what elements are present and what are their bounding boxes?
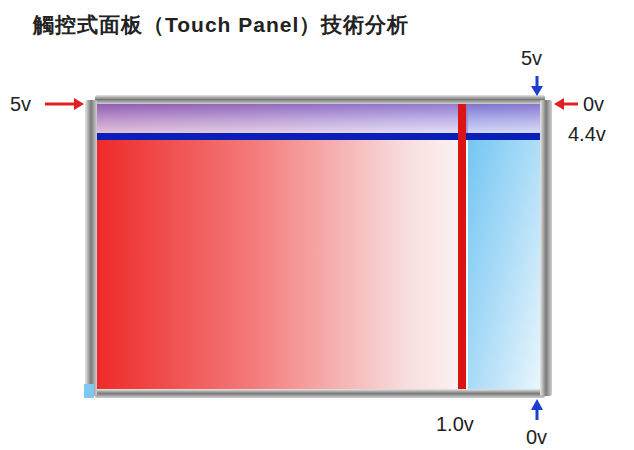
arrow-line: [45, 103, 76, 106]
top-electrode: [95, 95, 545, 104]
right-electrode: [540, 100, 552, 396]
blue-region: [468, 103, 540, 390]
voltage-label: 4.4v: [568, 124, 606, 144]
red-resistive-layer: [97, 103, 540, 390]
left-electrode: [85, 100, 97, 396]
corner: [84, 384, 94, 398]
bottom-electrode: [95, 389, 545, 398]
voltage-label: 5v: [10, 94, 31, 114]
voltage-label: 1.0v: [436, 414, 474, 434]
arrowhead: [531, 86, 543, 96]
top-layer: [97, 103, 540, 135]
arrowhead: [74, 98, 84, 110]
arrowhead: [554, 98, 564, 110]
arrow-line: [562, 103, 578, 106]
voltage-label: 0v: [526, 427, 547, 447]
arrowhead: [531, 399, 543, 410]
horizontal-contact-line: [97, 133, 543, 140]
voltage-label: 0v: [583, 94, 604, 114]
voltage-label: 5v: [521, 48, 542, 68]
vertical-contact-line: [458, 103, 466, 390]
title: 觸控式面板（Touch Panel）技術分析: [33, 14, 409, 35]
